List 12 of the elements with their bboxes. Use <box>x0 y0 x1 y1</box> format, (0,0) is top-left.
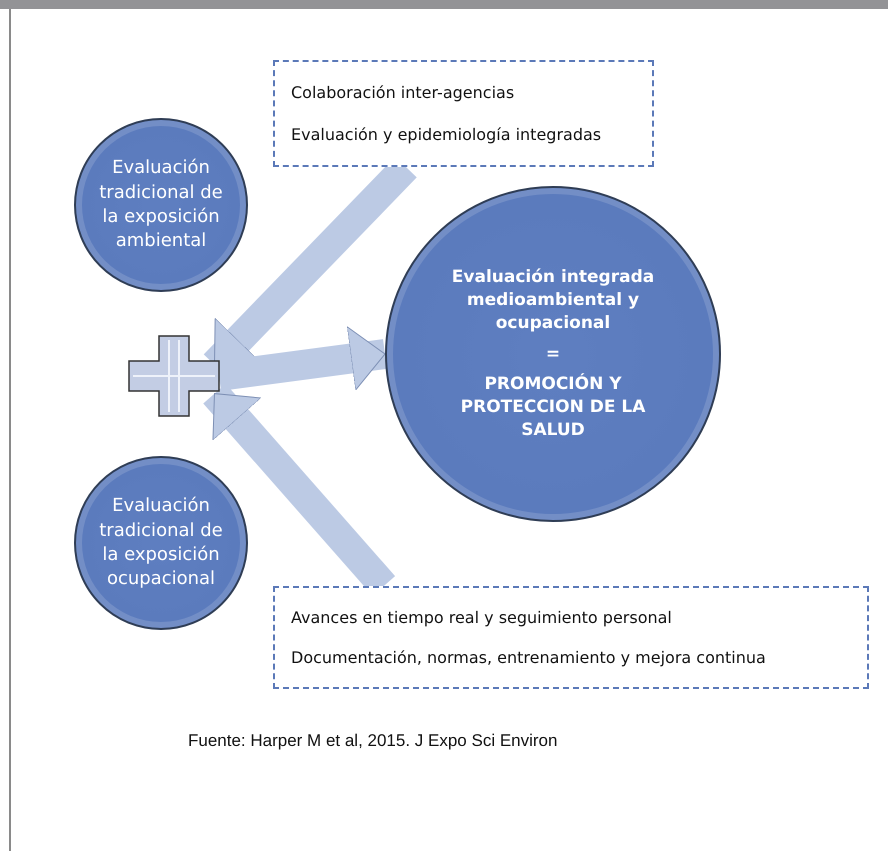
box-text: Colaboración inter-agencias <box>291 83 516 102</box>
dashed-box <box>273 60 654 167</box>
source-note: Fuente: Harper M et al, 2015. J Expo Sci Environ <box>188 731 558 751</box>
dashed-box <box>273 586 869 689</box>
circle-text: = <box>546 342 560 366</box>
circle-text: Evaluación integrada medioambiental y ocupacional <box>450 266 656 335</box>
box-text: Documentación, normas, entrenamiento y mejora continua <box>291 648 767 667</box>
box-text: Avances en tiempo real y seguimiento personal <box>291 608 673 628</box>
circle-text: PROMOCIÓN Y PROTECCION DE LA SALUD <box>460 373 646 442</box>
circle-text: Evaluación tradicional de la exposición ambiental <box>98 156 224 254</box>
box-text: Evaluación y epidemiología integradas <box>291 124 602 144</box>
circle-text: Evaluación tradicional de la exposición ocupacional <box>98 494 224 592</box>
